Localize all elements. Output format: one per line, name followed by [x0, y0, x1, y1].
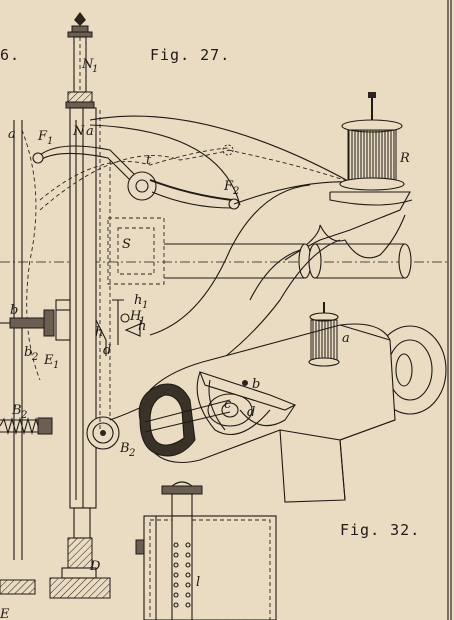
label-F2-sub: 2 [232, 186, 239, 197]
label-a-spool: a [342, 331, 350, 346]
label-d-plate: d [247, 405, 255, 420]
label-h-mid: h [95, 325, 103, 340]
label-F2: F [223, 179, 234, 194]
label-E-bottom: E [0, 607, 10, 620]
label-N1-sub: 1 [92, 64, 98, 75]
label-N1: N [81, 57, 94, 72]
label-B2-left-sub: 2 [20, 410, 27, 421]
label-B2: B [119, 441, 130, 456]
label-H1-sub: 1 [139, 316, 145, 327]
label-h1-sub: 1 [142, 300, 148, 311]
lever-arms [32, 115, 351, 211]
label-R: R [399, 151, 410, 166]
label-t: t [146, 153, 152, 168]
label-b: b [10, 303, 18, 318]
label-S: S [122, 237, 131, 252]
label-E1-sub: 1 [53, 360, 59, 371]
fig32-caption: Fig. 32. [340, 521, 420, 539]
spool-R-assembly [249, 92, 413, 301]
fig26-caption-fragment: 6. [0, 46, 20, 64]
fig26-mechanism [0, 120, 55, 595]
label-h-small: h [138, 319, 146, 334]
label-b2-sub: 2 [31, 352, 38, 363]
label-b-plate: b [252, 377, 260, 392]
bottom-press-assembly [135, 481, 277, 620]
fig27-caption: Fig. 27. [150, 46, 230, 64]
label-E1: E [43, 353, 54, 368]
label-N: N [72, 124, 85, 139]
label-b2: b [24, 345, 32, 360]
fig32-bobbin-mechanism [138, 302, 447, 503]
label-d: d [103, 343, 111, 358]
label-F1-sub: 1 [47, 136, 53, 147]
label-D: D [89, 559, 101, 574]
label-c: c [224, 397, 232, 412]
label-B2-left: B [11, 403, 22, 418]
label-H1: H [129, 309, 142, 324]
label-B2-sub: 2 [128, 448, 135, 459]
label-a-column: a [86, 124, 94, 139]
label-h1: h [134, 293, 142, 308]
label-l: l [196, 575, 200, 590]
needle-bar-column [49, 12, 120, 599]
label-F1: F [37, 129, 48, 144]
label-a-left: a [8, 127, 16, 142]
